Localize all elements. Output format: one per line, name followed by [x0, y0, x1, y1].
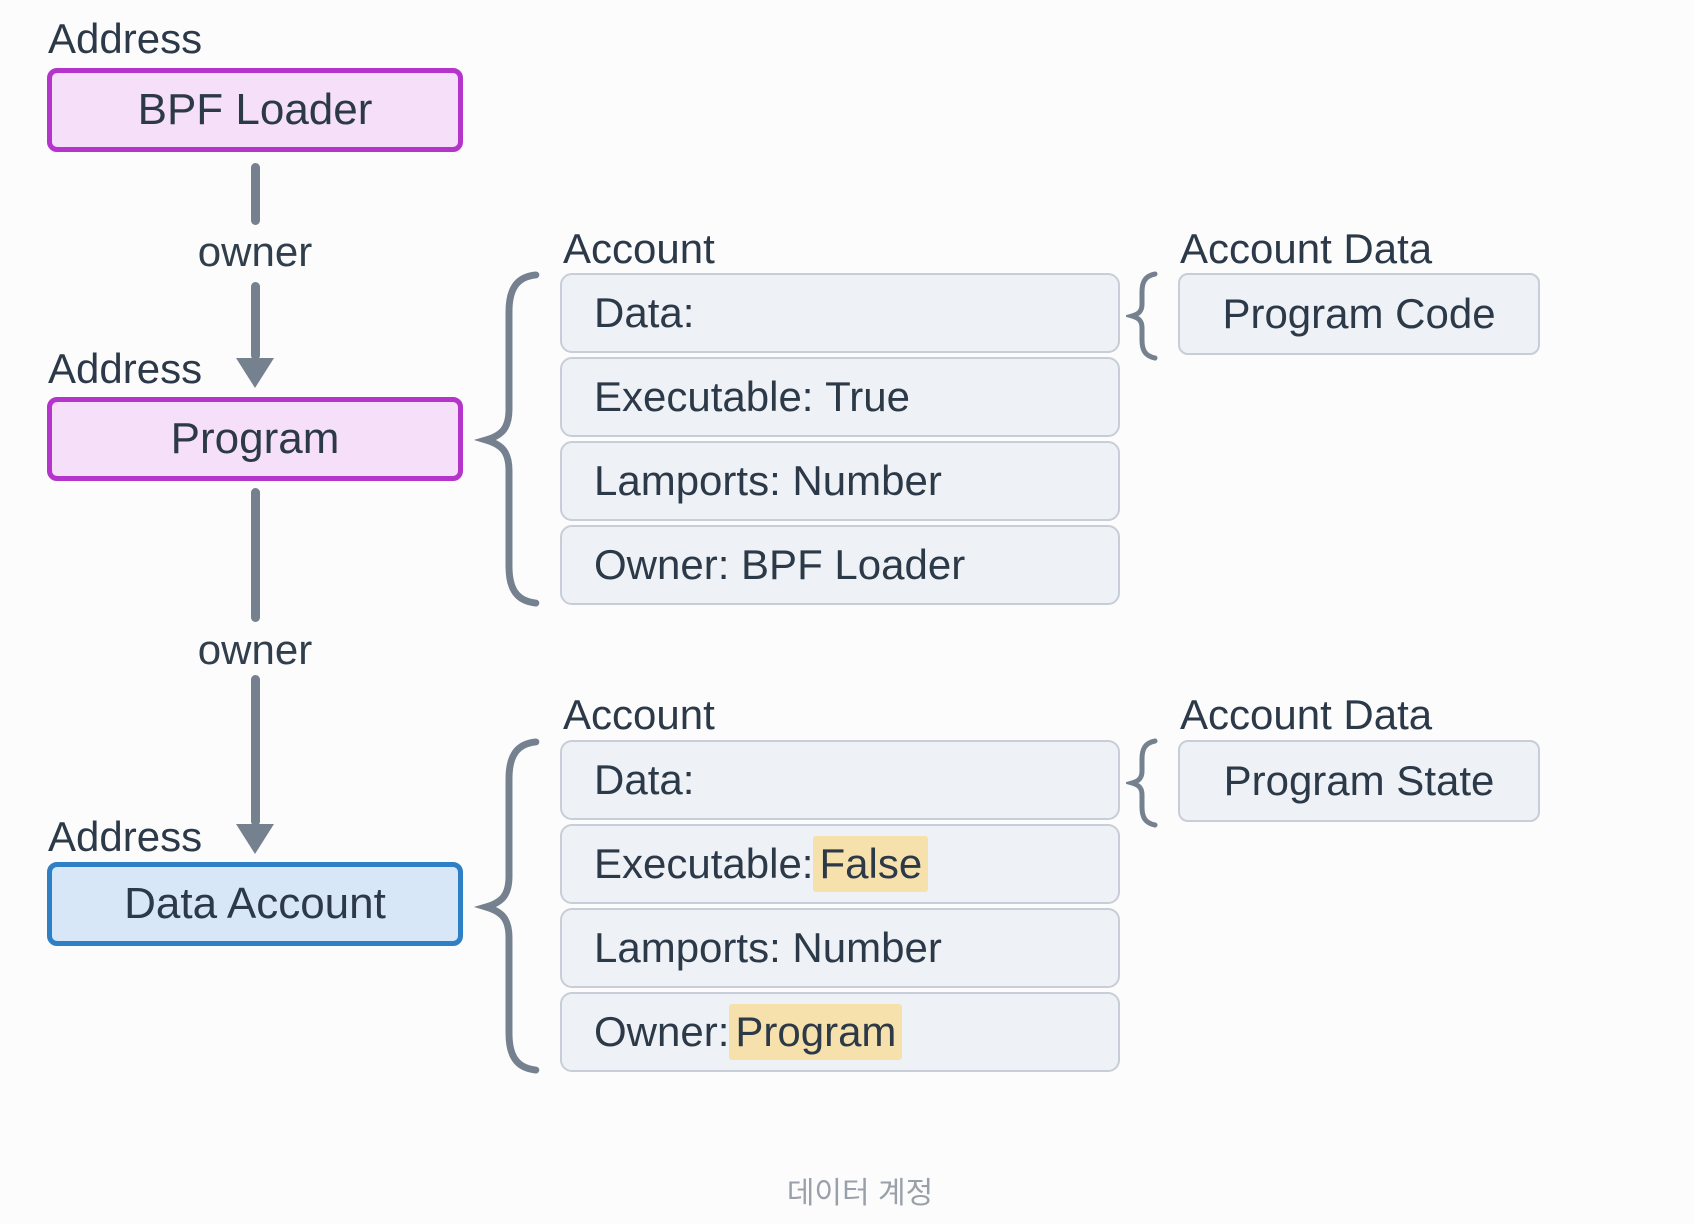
account-header-1: Account — [563, 225, 715, 272]
account-data-header-1: Account Data — [1180, 225, 1433, 272]
account-row-lamports-1: Lamports: Number — [560, 441, 1120, 521]
row-field-label: Executable: — [594, 373, 826, 420]
account-data-box-program-code: Program Code — [1178, 273, 1540, 355]
row-field-label: Data: — [594, 756, 695, 803]
account-row-lamports-2: Lamports: Number — [560, 908, 1120, 988]
account-row-data-2: Data: — [560, 740, 1120, 820]
curly-brace-icon — [474, 738, 540, 1074]
row-field-value: Number — [792, 924, 942, 971]
address-label-3: Address — [48, 813, 203, 860]
owner-edge-line — [251, 163, 260, 225]
node-program-title: Program — [170, 414, 340, 463]
node-program: Program — [47, 397, 463, 481]
account-row-data-1: Data: — [560, 273, 1120, 353]
owner-edge-label-2: owner — [197, 626, 313, 673]
account-data-header-2: Account Data — [1180, 691, 1433, 738]
owner-edge-label-1: owner — [197, 228, 313, 275]
node-bpf-loader: BPF Loader — [47, 68, 463, 152]
row-field-value-highlighted: Program — [729, 1004, 903, 1060]
curly-brace-icon — [1126, 738, 1158, 828]
account-data-value: Program State — [1223, 757, 1495, 804]
row-field-label: Owner: — [594, 541, 742, 588]
curly-brace-icon — [474, 271, 540, 607]
diagram-caption: 데이터 계정 — [786, 1177, 934, 1210]
account-row-owner-2: Owner:Program — [560, 992, 1120, 1072]
node-data-account: Data Account — [47, 862, 463, 946]
account-data-value: Program Code — [1222, 290, 1496, 337]
node-bpf-loader-title: BPF Loader — [137, 85, 373, 134]
account-row-executable-2: Executable:False — [560, 824, 1120, 904]
row-field-label: Lamports: — [594, 924, 793, 971]
row-field-label: Lamports: — [594, 457, 793, 504]
row-field-label: Executable: — [594, 840, 814, 887]
down-arrow-icon — [236, 824, 274, 854]
owner-edge-line — [251, 282, 260, 360]
row-field-label: Owner: — [594, 1008, 730, 1055]
account-data-box-program-state: Program State — [1178, 740, 1540, 822]
address-label-1: Address — [48, 15, 203, 62]
row-field-label: Data: — [594, 289, 695, 336]
down-arrow-icon — [236, 358, 274, 388]
curly-brace-icon — [1126, 271, 1158, 361]
owner-edge-line — [251, 675, 260, 826]
row-field-value: BPF Loader — [741, 541, 966, 588]
row-field-value: True — [825, 373, 910, 420]
address-label-2: Address — [48, 345, 203, 392]
account-row-executable-1: Executable: True — [560, 357, 1120, 437]
row-field-value: Number — [792, 457, 942, 504]
row-field-value-highlighted: False — [813, 836, 929, 892]
owner-edge-line — [251, 488, 260, 622]
account-header-2: Account — [563, 691, 715, 738]
account-row-owner-1: Owner: BPF Loader — [560, 525, 1120, 605]
node-data-account-title: Data Account — [124, 879, 386, 928]
